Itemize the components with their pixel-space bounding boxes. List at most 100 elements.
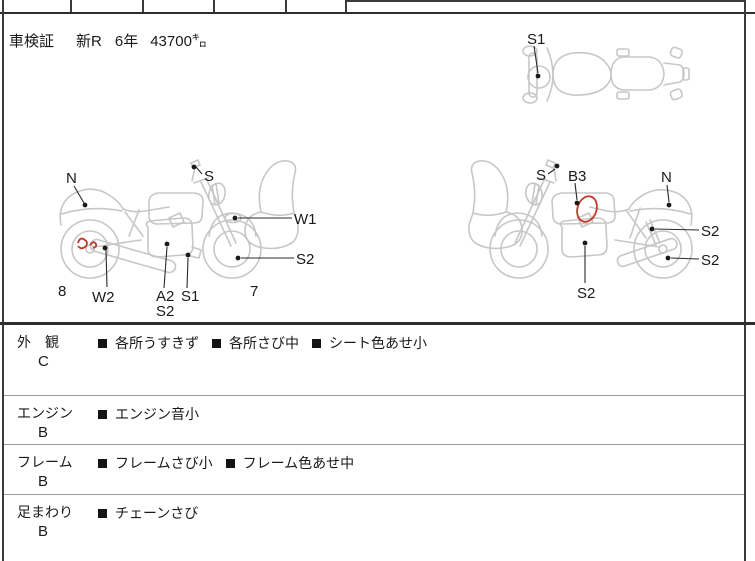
table-grid-line bbox=[285, 0, 287, 13]
label-engine-a2: A2 bbox=[156, 288, 174, 305]
pointer-line bbox=[195, 166, 203, 175]
note-text: シート色あせ小 bbox=[329, 335, 427, 351]
bullet-square-icon bbox=[98, 338, 107, 348]
label-front-fork-w1: W1 bbox=[294, 211, 317, 228]
bullet-square-icon bbox=[312, 338, 321, 348]
note-item: フレームさび小 bbox=[98, 453, 213, 473]
motorcycle-right-side-diagram: S B3 N S2 S2 S2 bbox=[468, 159, 719, 302]
section-notes: 各所うすきず 各所さび中 シート色あせ小 bbox=[98, 333, 427, 353]
note-item: 各所うすきず bbox=[98, 333, 199, 353]
pointer-dot bbox=[649, 226, 655, 232]
section-undercarriage: 足まわり B チェーンさび bbox=[4, 494, 744, 561]
pointer-dot bbox=[232, 215, 238, 221]
section-label: エンジン bbox=[17, 405, 73, 421]
section-engine: エンジン B エンジン音小 bbox=[4, 395, 744, 445]
red-circle-mark bbox=[576, 195, 598, 223]
note-item: エンジン音小 bbox=[98, 404, 199, 424]
label-engine-s2: S2 bbox=[577, 285, 595, 302]
pointer-line bbox=[666, 184, 670, 203]
note-item: チェーンさび bbox=[98, 503, 198, 523]
motorcycle-left-side-diagram: N S W1 S2 8 W2 A2 S1 S2 7 bbox=[58, 159, 317, 320]
label-muffler-w2: W2 bbox=[92, 289, 115, 306]
table-border-top bbox=[0, 12, 755, 14]
bike-left-outline bbox=[59, 159, 299, 279]
pointer-dot bbox=[535, 73, 541, 79]
table-grid-line bbox=[213, 0, 215, 13]
note-text: フレーム色あせ中 bbox=[242, 455, 355, 471]
grade-value: B bbox=[38, 523, 49, 540]
section-label: フレーム bbox=[17, 454, 73, 470]
section-label: 外 観 bbox=[17, 334, 59, 350]
note-text: エンジン音小 bbox=[115, 406, 199, 422]
label-front-s1: S1 bbox=[527, 31, 545, 48]
pointer-line bbox=[186, 257, 189, 289]
pointer-dot bbox=[82, 202, 88, 208]
pointer-line bbox=[670, 257, 700, 260]
note-text: 各所うすきず bbox=[115, 335, 199, 351]
section-frame: フレーム B フレームさび小 フレーム色あせ中 bbox=[4, 444, 744, 495]
bike-top-outline bbox=[522, 45, 690, 104]
sheet-border-left bbox=[2, 0, 4, 561]
pointer-line bbox=[654, 228, 700, 231]
section-thick-divider bbox=[0, 322, 755, 325]
note-item: 各所さび中 bbox=[212, 333, 299, 353]
grade-value: B bbox=[38, 473, 49, 490]
note-text: 各所さび中 bbox=[229, 335, 299, 351]
section-label: 足まわり bbox=[17, 504, 73, 520]
table-grid-line bbox=[345, 0, 746, 2]
registration-mileage: 43700㌔ bbox=[150, 33, 207, 50]
pointer-dot bbox=[666, 202, 672, 208]
label-seat-n: N bbox=[661, 169, 672, 186]
pointer-line bbox=[73, 185, 85, 204]
pointer-line bbox=[574, 182, 578, 201]
label-zone-front: 7 bbox=[250, 283, 258, 300]
label-mirror-s: S bbox=[204, 168, 214, 185]
pointer-dot bbox=[665, 255, 671, 261]
bullet-square-icon bbox=[98, 458, 107, 468]
bullet-square-icon bbox=[98, 409, 107, 419]
pointer-dot bbox=[191, 164, 197, 170]
label-mirror-s: S bbox=[536, 167, 546, 184]
section-notes: フレームさび小 フレーム色あせ中 bbox=[98, 453, 354, 473]
red-damage-mark bbox=[77, 237, 98, 250]
section-notes: エンジン音小 bbox=[98, 404, 199, 424]
pointer-line bbox=[163, 246, 168, 289]
table-grid-line bbox=[142, 0, 144, 13]
pointer-dot bbox=[235, 255, 241, 261]
grade-value: C bbox=[38, 353, 49, 370]
bike-right-outline bbox=[468, 159, 693, 279]
pointer-line bbox=[105, 249, 108, 288]
note-text: チェーンさび bbox=[115, 505, 199, 521]
pointer-dot bbox=[582, 240, 588, 246]
label-rear-cowl-n: N bbox=[66, 170, 77, 187]
table-grid-line bbox=[70, 0, 72, 13]
bullet-square-icon bbox=[212, 338, 221, 348]
label-shock-s2: S2 bbox=[701, 223, 719, 240]
pointer-dot bbox=[185, 252, 191, 258]
note-item: シート色あせ小 bbox=[312, 333, 427, 353]
section-notes: チェーンさび bbox=[98, 503, 198, 523]
label-zone-rear: 8 bbox=[58, 283, 66, 300]
sheet-border-right bbox=[744, 0, 746, 561]
pointer-dot bbox=[554, 163, 560, 169]
bullet-square-icon bbox=[225, 458, 235, 468]
bullet-square-icon bbox=[98, 508, 107, 518]
label-engine-s1: S1 bbox=[181, 288, 199, 305]
pointer-dot bbox=[574, 200, 580, 206]
label-rear-wheel-s2: S2 bbox=[701, 252, 719, 269]
label-front-wheel-s2: S2 bbox=[296, 251, 314, 268]
pointer-dot bbox=[102, 245, 108, 251]
pointer-line bbox=[533, 45, 539, 74]
note-item: フレーム色あせ中 bbox=[225, 453, 355, 473]
registration-label: 車検証 bbox=[9, 33, 55, 50]
motorcycle-top-view-diagram: S1 bbox=[522, 31, 690, 104]
registration-years: 6年 bbox=[114, 33, 139, 50]
pointer-line bbox=[547, 168, 556, 175]
label-engine-s2: S2 bbox=[156, 303, 174, 320]
pointer-dot bbox=[164, 241, 170, 247]
section-exterior: 外 観 C 各所うすきず 各所さび中 シート色あせ小 bbox=[4, 325, 744, 395]
note-text: フレームさび小 bbox=[115, 455, 213, 471]
table-grid-line bbox=[345, 0, 347, 13]
